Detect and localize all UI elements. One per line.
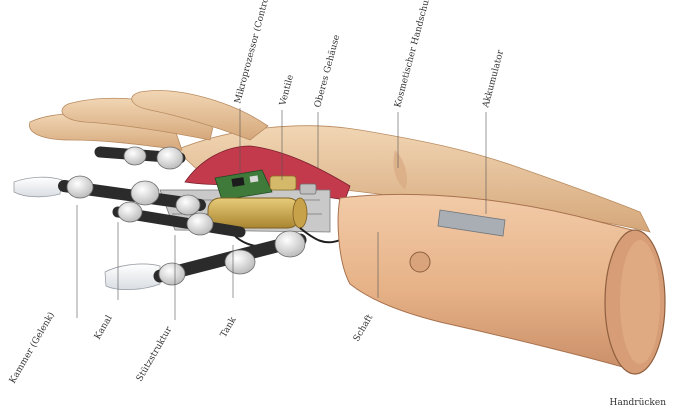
label-tank: Tank bbox=[219, 315, 239, 339]
label-akkumulator: Akkumulator bbox=[481, 48, 506, 109]
label-kammer: Kammer (Gelenk) bbox=[7, 310, 57, 385]
label-oberes-gehaeuse: Oberes Gehäuse bbox=[313, 34, 342, 109]
diagram-caption: Handrücken bbox=[610, 398, 667, 408]
shaft-button bbox=[410, 252, 430, 272]
label-schaft: Schaft bbox=[352, 313, 376, 344]
finger-index bbox=[100, 147, 183, 169]
label-ventile: Ventile bbox=[278, 74, 296, 108]
label-stuetzstruktur: Stützstruktur bbox=[135, 325, 175, 384]
label-kosmetischer-handschuh: Kosmetischer Handschuh bbox=[393, 0, 433, 109]
finger-little bbox=[105, 231, 305, 290]
tank bbox=[208, 198, 307, 228]
label-mikroprozessor: Mikroprozessor (Controller) bbox=[232, 0, 276, 105]
label-kanal: Kanal bbox=[93, 314, 115, 342]
